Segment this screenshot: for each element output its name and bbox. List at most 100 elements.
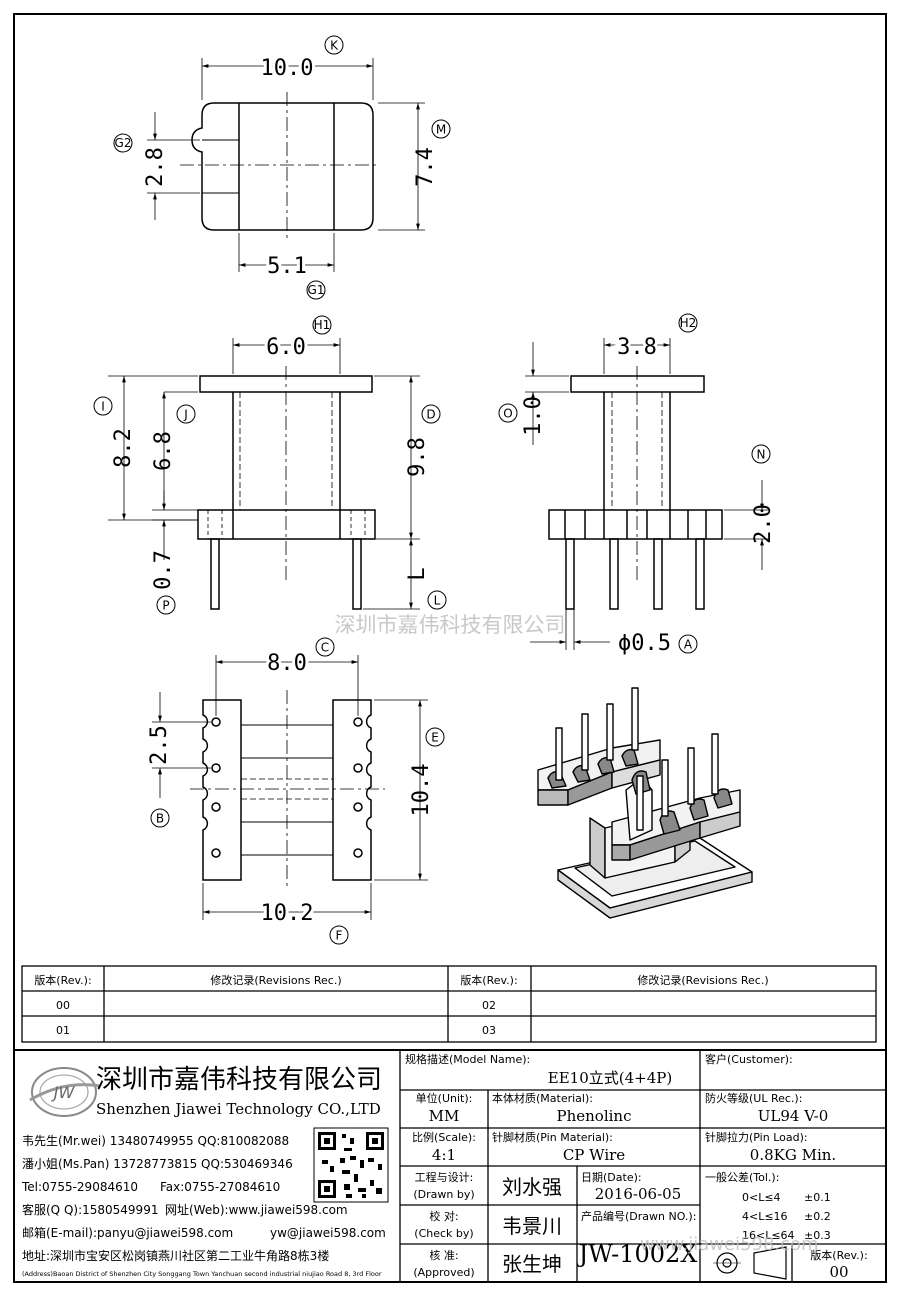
contact-web: 网址(Web):www.jiawei598.com	[165, 1203, 348, 1217]
drawn-label: 工程与设计:	[415, 1171, 474, 1184]
scale-value: 4:1	[432, 1146, 456, 1164]
marker-j: J	[183, 408, 188, 422]
marker-l: L	[434, 594, 441, 608]
dim-g2: 2.8	[143, 147, 168, 187]
marker-b: B	[156, 812, 164, 826]
side-view	[525, 338, 770, 650]
drawn-label-en: (Drawn by)	[413, 1188, 474, 1201]
tol-range-3: 16<L≤64	[742, 1229, 795, 1242]
model-value: EE10立式(4+4P)	[548, 1069, 672, 1087]
rev-row-00: 00	[56, 999, 70, 1012]
watermark: 深圳市嘉伟科技有限公司	[335, 613, 566, 637]
top-view	[147, 58, 425, 272]
web-watermark: www.jiawei598.com	[640, 1234, 819, 1255]
tol-label: 一般公差(Tol.):	[705, 1170, 779, 1184]
date-value: 2016-06-05	[595, 1185, 681, 1203]
dim-g1: 5.1	[267, 254, 307, 279]
contact-pan: 潘小姐(Ms.Pan) 13728773815 QQ:530469346	[22, 1157, 293, 1171]
markers	[93, 35, 771, 945]
dim-f: 10.2	[261, 901, 314, 926]
company-name-cn: 深圳市嘉伟科技有限公司	[96, 1065, 382, 1095]
marker-c: C	[321, 641, 329, 655]
bottom-view	[152, 655, 428, 920]
front-view	[108, 338, 420, 610]
marker-f: F	[336, 929, 343, 943]
material-label: 本体材质(Material):	[492, 1091, 593, 1105]
title-block-grid	[14, 1049, 886, 1282]
dim-m: 7.4	[413, 147, 438, 187]
marker-p: P	[162, 599, 169, 613]
dim-g1-bg: 5.1	[267, 254, 307, 279]
rev-row-02: 02	[482, 999, 496, 1012]
logo-text: JW	[51, 1083, 76, 1102]
contact-email2: yw@jiawei598.com	[270, 1226, 386, 1240]
rec-header-left: 修改记录(Revisions Rec.)	[210, 973, 341, 987]
drawn-no-label: 产品编号(Drawn NO.):	[581, 1209, 696, 1223]
rev-header-right: 版本(Rev.):	[460, 973, 517, 987]
drawn-no-value: JW-1002X	[576, 1240, 698, 1268]
projection-symbol-icon	[713, 1246, 787, 1280]
material-value: Phenolinc	[557, 1107, 632, 1125]
check-by: 韦景川	[502, 1214, 562, 1238]
company-address-en: (Address)Baoan District of Shenzhen City…	[22, 1270, 382, 1278]
dim-b: 2.5	[147, 725, 172, 765]
marker-g2: G2	[115, 136, 132, 150]
contact-fax: Fax:0755-27084610	[160, 1180, 280, 1194]
sheet-border	[13, 13, 887, 1283]
dim-c: 8.0	[267, 651, 307, 676]
marker-m: M	[436, 123, 446, 137]
marker-h2: H2	[680, 316, 697, 330]
dim-l: L	[405, 567, 430, 580]
pin-material-label: 针脚材质(Pin Material):	[492, 1130, 613, 1144]
marker-g1: G1	[308, 283, 325, 297]
dim-d: 9.8	[405, 437, 430, 477]
dim-p: 0.7	[151, 550, 176, 590]
dim-n: 2.0	[751, 504, 776, 544]
qr-code	[313, 1127, 389, 1203]
tol-value-1: ±0.1	[804, 1191, 831, 1204]
dim-h2: 3.8	[617, 335, 657, 360]
pin-material-value: CP Wire	[563, 1146, 625, 1164]
pin-load-label: 针脚拉力(Pin Load):	[705, 1130, 808, 1144]
pin-load-value: 0.8KG Min.	[750, 1146, 836, 1164]
approved-label-en: (Approved)	[413, 1266, 474, 1279]
drawn-by: 刘水强	[502, 1175, 562, 1199]
dim-h1-bg: 6.0	[266, 335, 306, 360]
approved-label: 核 准:	[429, 1248, 458, 1262]
dim-o: 1.0	[521, 396, 546, 436]
model-label: 规格描述(Model Name):	[405, 1052, 530, 1066]
dim-c-bg: 8.0	[267, 651, 307, 676]
marker-h1: H1	[314, 318, 331, 332]
marker-o: O	[503, 407, 512, 421]
unit-label: 单位(Unit):	[416, 1091, 473, 1105]
rev-header-left: 版本(Rev.):	[34, 973, 91, 987]
check-label: 校 对:	[429, 1209, 458, 1223]
dim-f-bg: 10.2	[261, 901, 314, 926]
contact-tel: Tel:0755-29084610	[21, 1180, 138, 1194]
scale-label: 比例(Scale):	[412, 1130, 476, 1144]
rev-row-01: 01	[56, 1024, 70, 1037]
dim-h2-bg: 3.8	[617, 335, 657, 360]
dim-k-bg: 10.0	[261, 56, 314, 81]
company-name-en: Shenzhen Jiawei Technology CO.,LTD	[96, 1100, 381, 1118]
tol-value-2: ±0.2	[804, 1210, 831, 1223]
dim-h1: 6.0	[266, 335, 306, 360]
marker-k: K	[330, 39, 339, 53]
ul-label: 防火等级(UL Rec.):	[705, 1091, 802, 1105]
dim-i: 8.2	[111, 428, 136, 468]
customer-label: 客户(Customer):	[705, 1052, 793, 1066]
rev-row-03: 03	[482, 1024, 496, 1037]
contact-qq: 客服(Q Q):1580549991	[22, 1202, 158, 1217]
contact-wei: 韦先生(Mr.wei) 13480749955 QQ:810082088	[22, 1134, 289, 1148]
tol-range-2: 4<L≤16	[742, 1210, 788, 1223]
dim-a: ϕ0.5	[618, 631, 671, 656]
dim-j: 6.8	[151, 431, 176, 471]
contact-email: 邮箱(E-mail):panyu@jiawei598.com	[22, 1225, 233, 1240]
marker-n: N	[757, 448, 766, 462]
marker-i: I	[101, 400, 105, 414]
marker-a: A	[684, 638, 693, 652]
marker-e: E	[431, 731, 439, 745]
revision-table	[21, 965, 877, 1043]
company-address: 地址:深圳市宝安区松岗镇燕川社区第二工业牛角路8栋3楼	[22, 1248, 329, 1263]
